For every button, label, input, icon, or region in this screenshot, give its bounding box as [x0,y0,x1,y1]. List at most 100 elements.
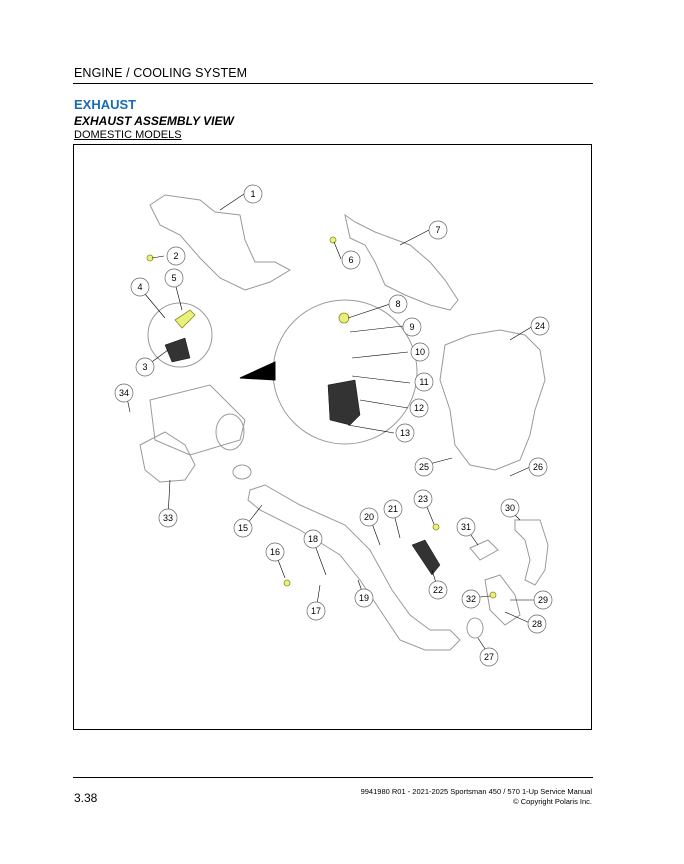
svg-text:12: 12 [414,403,424,413]
svg-text:11: 11 [419,377,428,387]
bolt-5-highlight [174,309,196,329]
highlighted-parts [146,236,497,599]
callout-10: 10 [410,342,430,362]
zoom-leader [239,361,276,381]
callout-26: 26 [528,457,548,477]
svg-text:31: 31 [461,522,471,532]
callout-34: 34 [114,383,134,403]
svg-text:28: 28 [532,619,542,629]
bracket-22 [411,539,441,576]
dark-parts [164,337,441,576]
callout-5: 5 [164,268,184,288]
svg-text:4: 4 [137,282,142,292]
copyright-notice: © Copyright Polaris Inc. [513,797,592,806]
svg-text:30: 30 [505,503,515,513]
callout-15: 15 [233,518,253,538]
footer-divider [73,777,593,778]
callout-19: 19 [354,588,374,608]
section-title: EXHAUST [74,97,137,112]
bracket-12 [327,379,361,426]
callout-27: 27 [479,647,499,667]
callout-13: 13 [395,423,415,443]
exhaust-diagram-frame [73,144,592,730]
svg-text:8: 8 [395,299,400,309]
svg-text:2: 2 [173,251,178,261]
callout-22: 22 [428,580,448,600]
svg-text:22: 22 [433,585,443,595]
bolt-32-highlight [489,591,497,599]
callout-25: 25 [414,457,434,477]
view-title: EXHAUST ASSEMBLY VIEW [74,114,234,128]
callout-32: 32 [461,589,481,609]
callout-8: 8 [388,294,408,314]
callout-16: 16 [265,542,285,562]
callout-31: 31 [456,517,476,537]
bracket-31 [469,539,499,561]
svg-text:6: 6 [348,255,353,265]
callout-11: 11 [414,372,434,392]
callout-12: 12 [409,398,429,418]
manual-identifier: 9941980 R01 - 2021-2025 Sportsman 450 / … [360,787,592,796]
callout-2: 2 [166,246,186,266]
callout-6: 6 [341,250,361,270]
svg-text:20: 20 [364,512,374,522]
svg-text:24: 24 [535,321,545,331]
callout-33: 33 [158,508,178,528]
elbow-pipe-28 [484,574,521,626]
svg-text:25: 25 [419,462,429,472]
svg-text:21: 21 [388,504,398,514]
svg-text:5: 5 [171,273,176,283]
callout-20: 20 [359,507,379,527]
callout-7: 7 [428,220,448,240]
leader-lines [125,193,535,656]
muffler-body [149,384,246,456]
svg-text:10: 10 [415,347,425,357]
bolt-6-highlight [329,236,337,244]
svg-text:32: 32 [466,594,476,604]
callout-29: 29 [533,590,553,610]
svg-text:34: 34 [119,388,129,398]
heat-shield-24 [439,329,546,471]
svg-text:26: 26 [533,462,543,472]
svg-text:33: 33 [163,513,173,523]
svg-text:15: 15 [238,523,248,533]
bracket-3 [164,337,191,363]
svg-text:19: 19 [359,593,369,603]
callout-1: 1 [243,184,263,204]
callout-labels: 1 2 3 4 5 6 7 8 9 10 11 12 13 15 16 17 1… [114,184,553,667]
svg-text:7: 7 [435,225,440,235]
svg-text:16: 16 [270,547,280,557]
svg-text:23: 23 [418,494,428,504]
callout-18: 18 [303,529,323,549]
nut-8-highlight [338,312,350,324]
bolt-23-highlight [432,523,440,531]
svg-text:27: 27 [484,652,494,662]
muffler-guard-33 [139,431,196,483]
callout-28: 28 [527,614,547,634]
gasket-27 [466,617,484,639]
chapter-header: ENGINE / COOLING SYSTEM [74,66,248,80]
gasket-ring [232,464,252,480]
callout-3: 3 [135,357,155,377]
svg-text:3: 3 [142,362,147,372]
callout-30: 30 [500,498,520,518]
callout-21: 21 [383,499,403,519]
page-number: 3.38 [74,791,98,805]
svg-text:17: 17 [311,606,321,616]
heat-shield-7 [344,213,459,311]
callout-9: 9 [402,317,422,337]
muffler-end-cap [215,413,245,451]
head-pipe-30 [514,519,549,586]
svg-text:1: 1 [250,189,255,199]
svg-text:18: 18 [308,534,318,544]
header-divider [73,83,593,84]
heat-shield-upper [149,194,292,291]
callout-23: 23 [413,489,433,509]
bolt-16-highlight [283,579,291,587]
svg-text:13: 13 [400,428,410,438]
callout-4: 4 [130,277,150,297]
models-label: DOMESTIC MODELS [74,129,182,141]
svg-text:29: 29 [538,595,548,605]
callout-24: 24 [530,316,550,336]
